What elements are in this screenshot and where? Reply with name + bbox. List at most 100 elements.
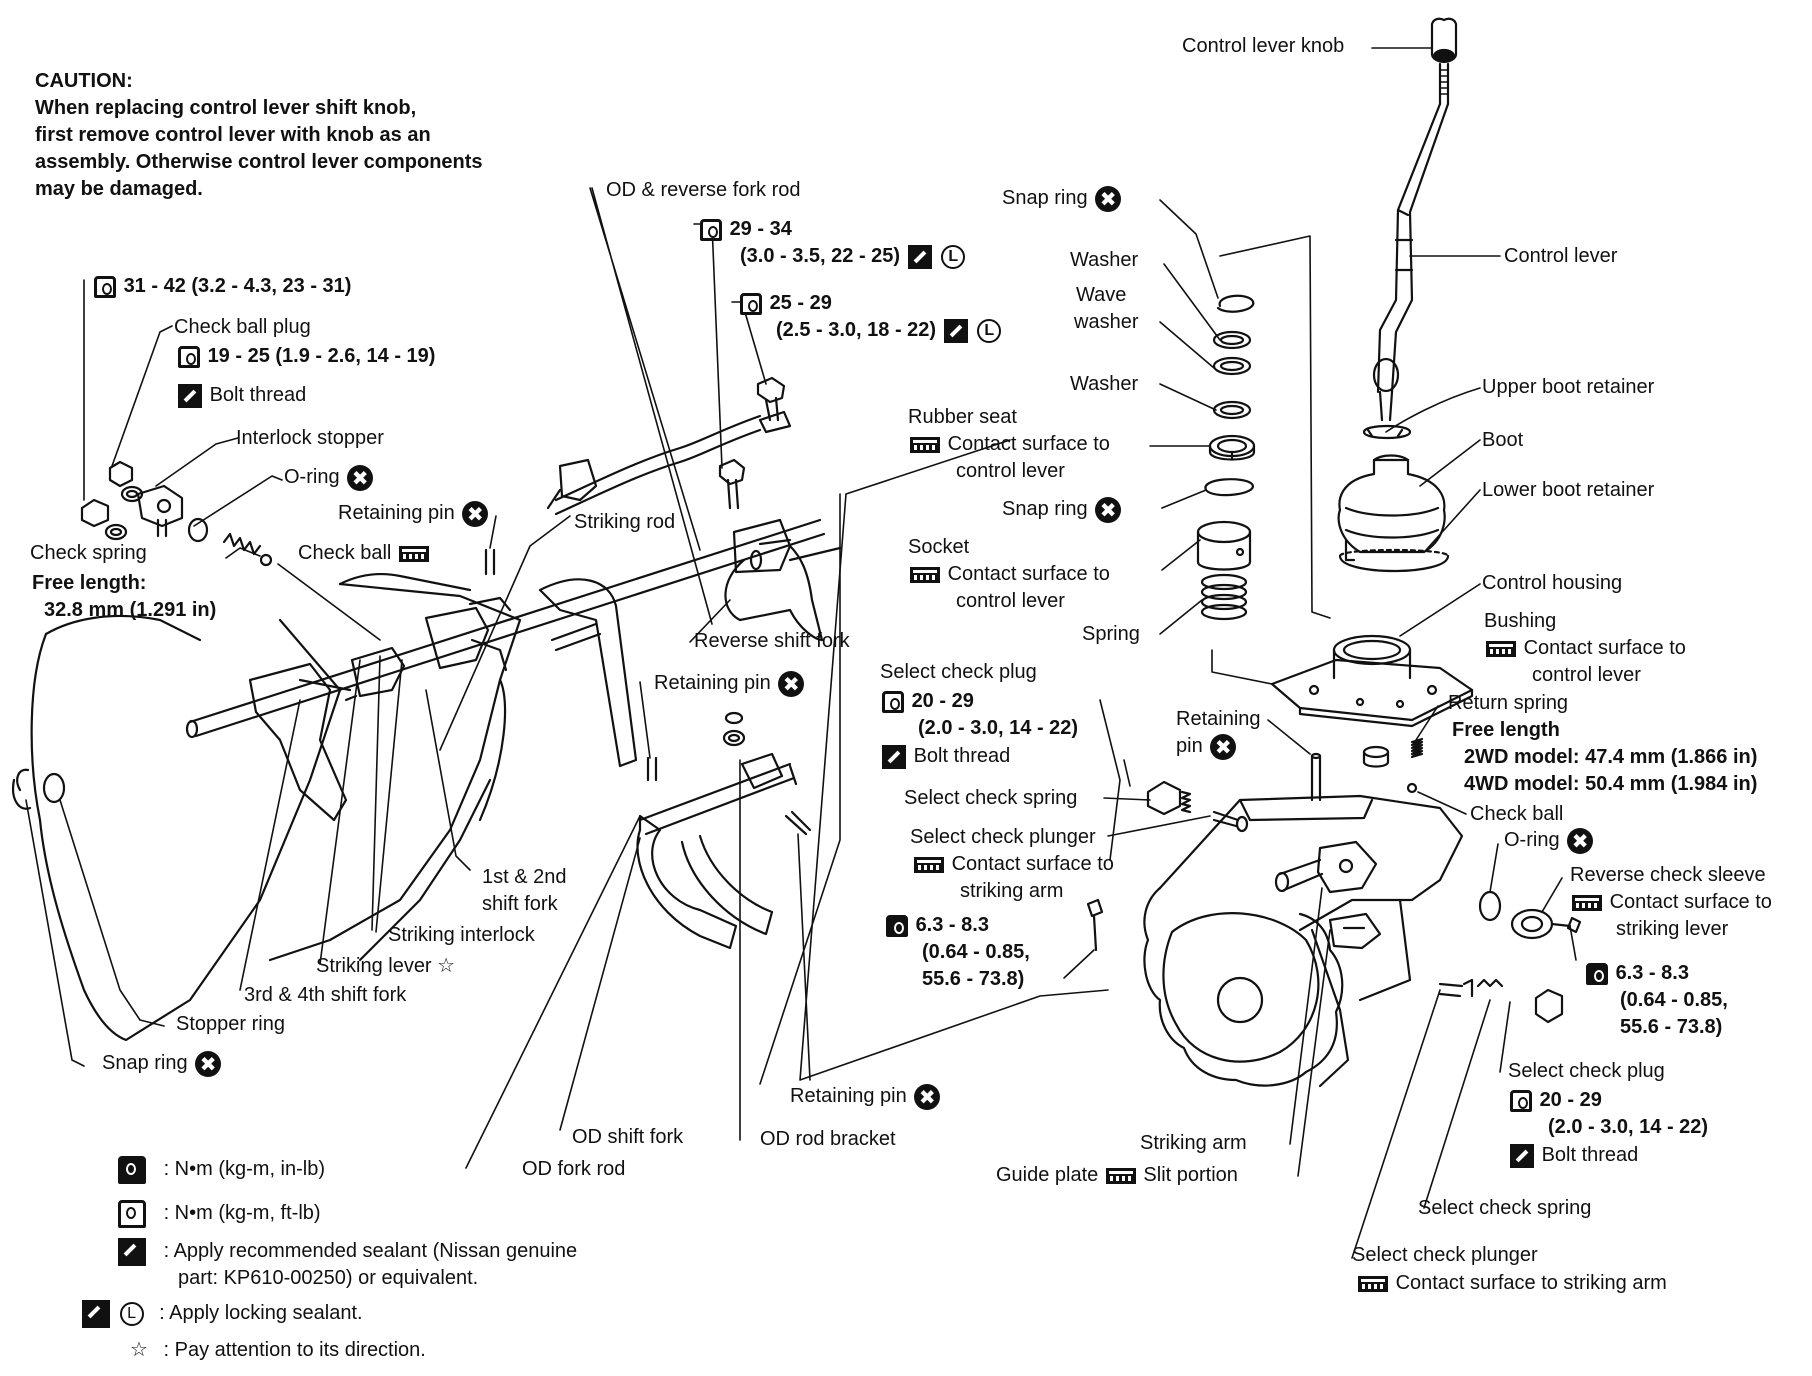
- label-check-ball-left: Check ball: [298, 540, 431, 567]
- label-text: Bolt thread: [1541, 1144, 1639, 1166]
- label-select-check-plug: Select check plug: [880, 661, 1037, 683]
- label-3rd-4th-shift-fork: 3rd & 4th shift fork: [244, 984, 407, 1006]
- label-check-spring: Check spring: [30, 542, 147, 564]
- label-snap-ring-mid: Snap ring ✖: [1002, 496, 1123, 523]
- label-text: Contact surface to: [947, 433, 1110, 455]
- sealant-icon: [178, 383, 202, 408]
- striking-arm-drawing: [1316, 840, 1378, 894]
- label-sleeve-contact: Contact surface to: [1570, 889, 1772, 916]
- upper-boot-retainer-drawing: [1362, 424, 1412, 440]
- caution-line: assembly. Otherwise control lever compon…: [35, 151, 483, 173]
- check-ball-small-drawing: [1406, 782, 1418, 794]
- label-text: (2.5 - 3.0, 18 - 22): [776, 319, 937, 341]
- label-socket: Socket: [908, 536, 970, 558]
- lower-boot-retainer-drawing: [1338, 538, 1450, 573]
- torque-ftlb-icon: [1510, 1089, 1532, 1112]
- label-torque-31: 31 - 42 (3.2 - 4.3, 23 - 31): [92, 273, 351, 300]
- sealant-icon: [82, 1300, 110, 1328]
- torque-ftlb-icon: [118, 1200, 146, 1228]
- label-text: 29 - 34: [729, 218, 792, 240]
- label-torque-19: 19 - 25 (1.9 - 2.6, 14 - 19): [176, 343, 435, 370]
- label-text: (3.0 - 3.5, 22 - 25): [740, 245, 901, 267]
- bushing-drawing: [1362, 745, 1390, 768]
- label-control-housing: Control housing: [1482, 572, 1623, 594]
- grease-icon: [914, 856, 944, 873]
- label-reverse-shift-fork: Reverse shift fork: [694, 630, 850, 652]
- select-check-plug-right-drawing: [1438, 978, 1564, 1024]
- replace-x-icon: ✖: [347, 464, 374, 491]
- label-select-check-plug-right: Select check plug: [1508, 1060, 1665, 1082]
- label-plunger-contact-mid: Contact surface to: [912, 851, 1114, 878]
- replace-x-icon: ✖: [778, 670, 805, 697]
- sealant-icon: [943, 318, 968, 343]
- label-text: pin: [1176, 735, 1203, 757]
- label-rubber-seat-control-lever: control lever: [956, 460, 1065, 482]
- label-torque-20: 20 - 29: [880, 688, 974, 715]
- assembly-guide-lines: [1211, 235, 1331, 685]
- label-return-spring-4wd: 4WD model: 50.4 mm (1.984 in): [1464, 773, 1758, 795]
- sealant-icon: [882, 744, 906, 769]
- legend-torque-ftlb: : N•m (kg-m, ft-lb): [116, 1200, 321, 1228]
- spring-drawing: [1200, 573, 1248, 621]
- label-torque-29: 29 - 34: [698, 216, 792, 243]
- label-guide-plate: Guide plate Slit portion: [996, 1162, 1238, 1189]
- od-fork-rod-drawing: [636, 752, 798, 950]
- replace-x-icon: ✖: [195, 1050, 222, 1077]
- label-select-check-plunger: Select check plunger: [910, 826, 1096, 848]
- label-torque-064: (0.64 - 0.85,: [922, 941, 1030, 963]
- label-bolt-thread-right: Bolt thread: [1508, 1142, 1638, 1169]
- check-ball-plugs-drawing: [80, 460, 144, 541]
- retaining-pins-center-drawing: [646, 756, 812, 836]
- retaining-pin-left-drawing: [484, 548, 496, 576]
- caution-line: When replacing control lever shift knob,: [35, 97, 417, 119]
- grease-icon: [1572, 894, 1602, 911]
- replace-x-icon: ✖: [1567, 827, 1594, 854]
- label-bolt-thread-left: Bolt thread: [176, 382, 306, 409]
- interlock-stopper-drawing: [136, 484, 184, 538]
- legend-torque-inlb: : N•m (kg-m, in-lb): [116, 1156, 325, 1184]
- label-stopper-ring: Stopper ring: [176, 1013, 285, 1035]
- label-reverse-check-sleeve: Reverse check sleeve: [1570, 864, 1766, 886]
- label-rubber-seat: Rubber seat: [908, 406, 1017, 428]
- label-text: Retaining pin: [654, 672, 771, 694]
- label-text: Contact surface to: [947, 563, 1110, 585]
- torque-ftlb-icon: [740, 292, 762, 315]
- replace-x-icon: ✖: [1095, 185, 1122, 212]
- caution-title: CAUTION:: [35, 70, 133, 92]
- label-od-rod-bracket: OD rod bracket: [760, 1128, 896, 1150]
- grease-icon: [398, 545, 429, 562]
- label-check-ball-plug: Check ball plug: [174, 316, 311, 338]
- label-return-spring-free-length: Free length: [1452, 719, 1560, 741]
- striking-rod-drawing: [185, 518, 826, 739]
- od-reverse-fork-rod-drawing: [546, 414, 762, 516]
- legend-text: : N•m (kg-m, in-lb): [163, 1158, 326, 1181]
- transfer-case-drawing: [1143, 794, 1464, 1088]
- retaining-pin-right-drawing: [1310, 752, 1322, 802]
- boot-drawing: [1337, 454, 1446, 554]
- label-torque-29-paren: (3.0 - 3.5, 22 - 25) L: [740, 243, 967, 270]
- label-control-lever-knob: Control lever knob: [1182, 35, 1345, 57]
- label-boot: Boot: [1482, 429, 1524, 451]
- label-retaining-pin-center: Retaining pin ✖: [654, 670, 806, 697]
- label-check-spring-length: 32.8 mm (1.291 in): [44, 599, 217, 621]
- label-striking-interlock: Striking interlock: [388, 924, 535, 946]
- sealant-icon: [1510, 1143, 1534, 1168]
- label-text: Bolt thread: [913, 745, 1011, 767]
- locking-sealant-icon: L: [941, 244, 966, 269]
- legend-text: : Pay attention to its direction.: [163, 1339, 426, 1361]
- label-retaining-pin-left: Retaining pin ✖: [338, 500, 490, 527]
- label-torque-63: 6.3 - 8.3: [884, 912, 989, 939]
- label-plunger-contact: Contact surface to striking arm: [1356, 1270, 1667, 1297]
- label-bushing-control-lever: control lever: [1532, 664, 1641, 686]
- reverse-shift-fork-drawing: [724, 518, 842, 642]
- label-text: Bolt thread: [209, 384, 307, 406]
- label-snap-ring-top: Snap ring ✖: [1002, 185, 1123, 212]
- label-striking-arm: Striking arm: [1140, 1132, 1247, 1154]
- label-striking-rod: Striking rod: [574, 511, 676, 533]
- replace-x-icon: ✖: [1210, 733, 1237, 760]
- od-rod-bracket-drawing: [722, 711, 746, 747]
- label-o-ring-right: O-ring ✖: [1504, 827, 1595, 854]
- control-lever-drawing: [1372, 102, 1450, 422]
